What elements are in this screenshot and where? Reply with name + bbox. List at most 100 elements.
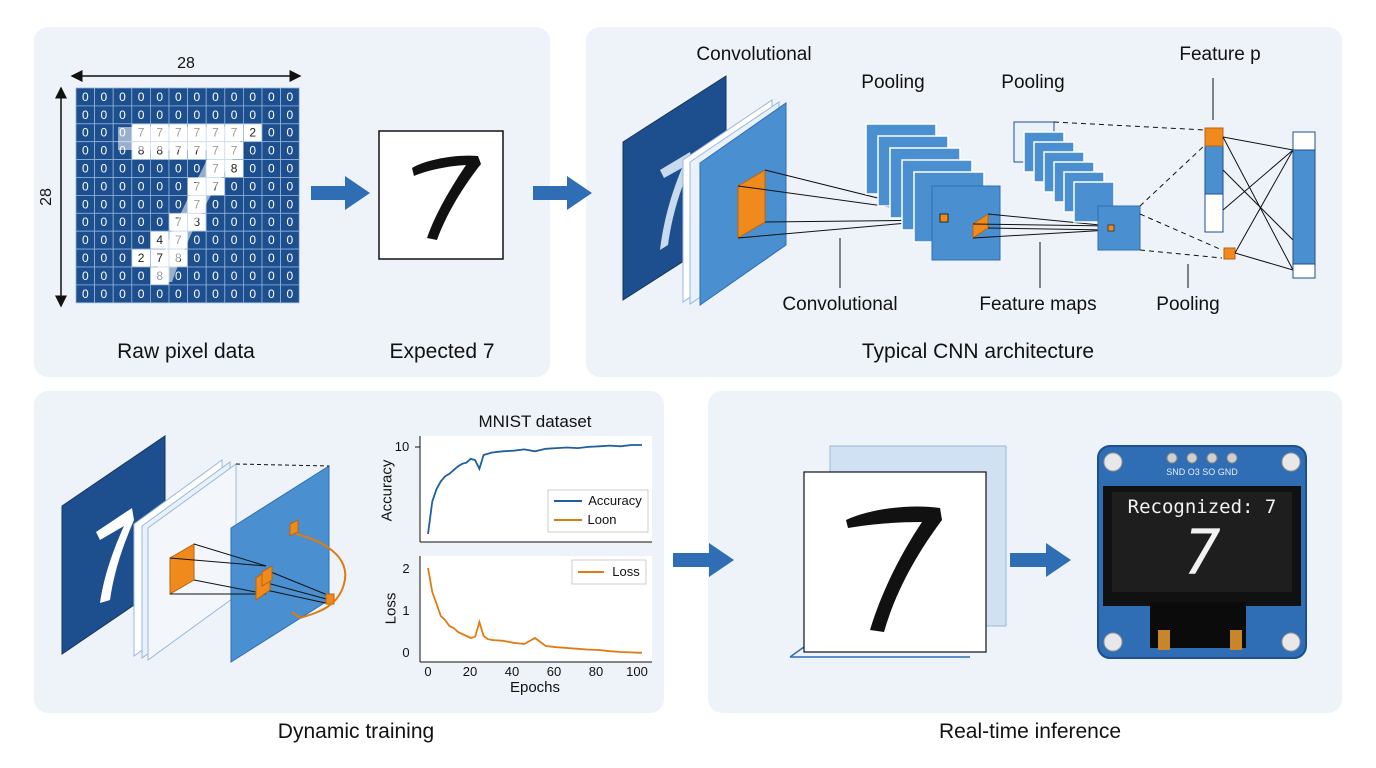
cnn-caption: Typical CNN architecture [861, 340, 1095, 363]
pixel-value: 0 [194, 161, 201, 175]
pixel-value: 0 [249, 287, 256, 301]
pixel-value: 0 [249, 251, 256, 265]
pixel-value: 0 [287, 251, 294, 265]
pixel-value: 0 [194, 233, 201, 247]
pixel-value: 0 [82, 233, 89, 247]
pixel-cell [280, 284, 300, 304]
expected-digit-image [378, 130, 504, 260]
oled-display-board [1097, 445, 1307, 659]
pixel-value: 0 [268, 269, 275, 283]
pooling-stack-2 [1013, 121, 1141, 251]
pixel-value: 0 [249, 215, 256, 229]
pixel-value: 0 [287, 108, 294, 122]
pixel-value: 0 [138, 108, 145, 122]
pixel-value: 0 [212, 269, 219, 283]
label-feature-maps: Feature maps [979, 294, 1097, 315]
pixel-value: 0 [101, 144, 108, 158]
pixel-value: 0 [249, 233, 256, 247]
loss-x-tick-100: 100 [626, 664, 648, 679]
pixel-value: 0 [119, 251, 126, 265]
arrow-right-icon [533, 176, 592, 210]
pixel-value: 0 [268, 287, 275, 301]
label-pooling-2: Pooling [1001, 72, 1065, 93]
pixel-value: 0 [138, 233, 145, 247]
accuracy-series-line [427, 444, 642, 535]
legend-loss: Loss [612, 564, 640, 579]
pixel-value: 0 [101, 215, 108, 229]
pixel-value: 0 [287, 233, 294, 247]
grid-seven-overlay [118, 127, 240, 282]
pixel-value: 0 [175, 90, 182, 104]
pixel-value: 0 [212, 215, 219, 229]
pixel-value: 0 [82, 161, 89, 175]
pixel-value: 0 [268, 108, 275, 122]
pixel-value: 0 [101, 251, 108, 265]
pixel-value: 0 [175, 287, 182, 301]
pixel-value: 0 [119, 197, 126, 211]
pixel-value: 0 [212, 108, 219, 122]
pixel-value: 0 [119, 144, 126, 158]
pixel-value: 0 [194, 108, 201, 122]
oled-digit: 7 [1183, 516, 1221, 589]
pixel-value: 0 [268, 233, 275, 247]
pixel-value: 0 [101, 269, 108, 283]
pixel-value: 0 [156, 197, 163, 211]
pixel-value: 0 [101, 161, 108, 175]
pixel-value: 0 [249, 144, 256, 158]
pixel-value: 0 [138, 215, 145, 229]
arrow-right-icon [1010, 543, 1071, 577]
pixel-value: 8 [138, 144, 145, 158]
pixel-value: 0 [268, 90, 275, 104]
pixel-value: 0 [249, 161, 256, 175]
pixel-value: 0 [119, 90, 126, 104]
dense-layer [1292, 131, 1316, 279]
pixel-value: 0 [175, 269, 182, 283]
pixel-value: 0 [156, 108, 163, 122]
pixel-value: 0 [268, 144, 275, 158]
pixel-value: 0 [119, 161, 126, 175]
backprop-arrow [291, 533, 347, 620]
pixel-value: 0 [231, 233, 238, 247]
pixel-value: 0 [82, 287, 89, 301]
pixel-value: 0 [82, 144, 89, 158]
loss-y-tick-0: 0 [402, 645, 410, 660]
pixel-value: 0 [249, 197, 256, 211]
pixel-value: 0 [101, 179, 108, 193]
pixel-value: 0 [231, 197, 238, 211]
pixel-value: 0 [194, 287, 201, 301]
pixel-value: 0 [175, 197, 182, 211]
loss-x-tick-40: 40 [504, 664, 520, 679]
pixel-value: 0 [268, 161, 275, 175]
legend-accuracy: Accuracy [588, 493, 642, 508]
loss-x-tick-0: 0 [424, 664, 432, 679]
pixel-value: 0 [119, 108, 126, 122]
pixel-value: 0 [82, 90, 89, 104]
pixel-value: 0 [175, 179, 182, 193]
pixel-value: 0 [82, 126, 89, 140]
pixel-value: 0 [82, 269, 89, 283]
handwritten-seven [412, 155, 481, 240]
pixel-value: 0 [82, 197, 89, 211]
pixel-value: 0 [138, 269, 145, 283]
pixel-value: 0 [138, 287, 145, 301]
pixel-value: 0 [231, 251, 238, 265]
pixel-grid: 0000000000000000000000000007777772000008… [75, 87, 300, 304]
pixel-value: 0 [82, 251, 89, 265]
pixel-value: 0 [82, 179, 89, 193]
pooling-stack-1 [865, 123, 1001, 261]
label-convolutional-top: Convolutional [696, 44, 812, 65]
raw-pixel-caption: Raw pixel data [117, 340, 255, 363]
accuracy-legend [547, 489, 649, 533]
pixel-value: 0 [249, 179, 256, 193]
pixel-value: 0 [212, 287, 219, 301]
grid-height-label: 28 [38, 188, 55, 206]
pixel-value: 0 [287, 287, 294, 301]
pixel-value: 0 [231, 179, 238, 193]
pixel-value: 0 [156, 215, 163, 229]
pixel-value: 0 [287, 126, 294, 140]
pixel-value: 0 [156, 90, 163, 104]
pixel-value: 0 [119, 233, 126, 247]
training-seven [96, 508, 134, 603]
pixel-value: 0 [101, 108, 108, 122]
pixel-value: 0 [268, 251, 275, 265]
